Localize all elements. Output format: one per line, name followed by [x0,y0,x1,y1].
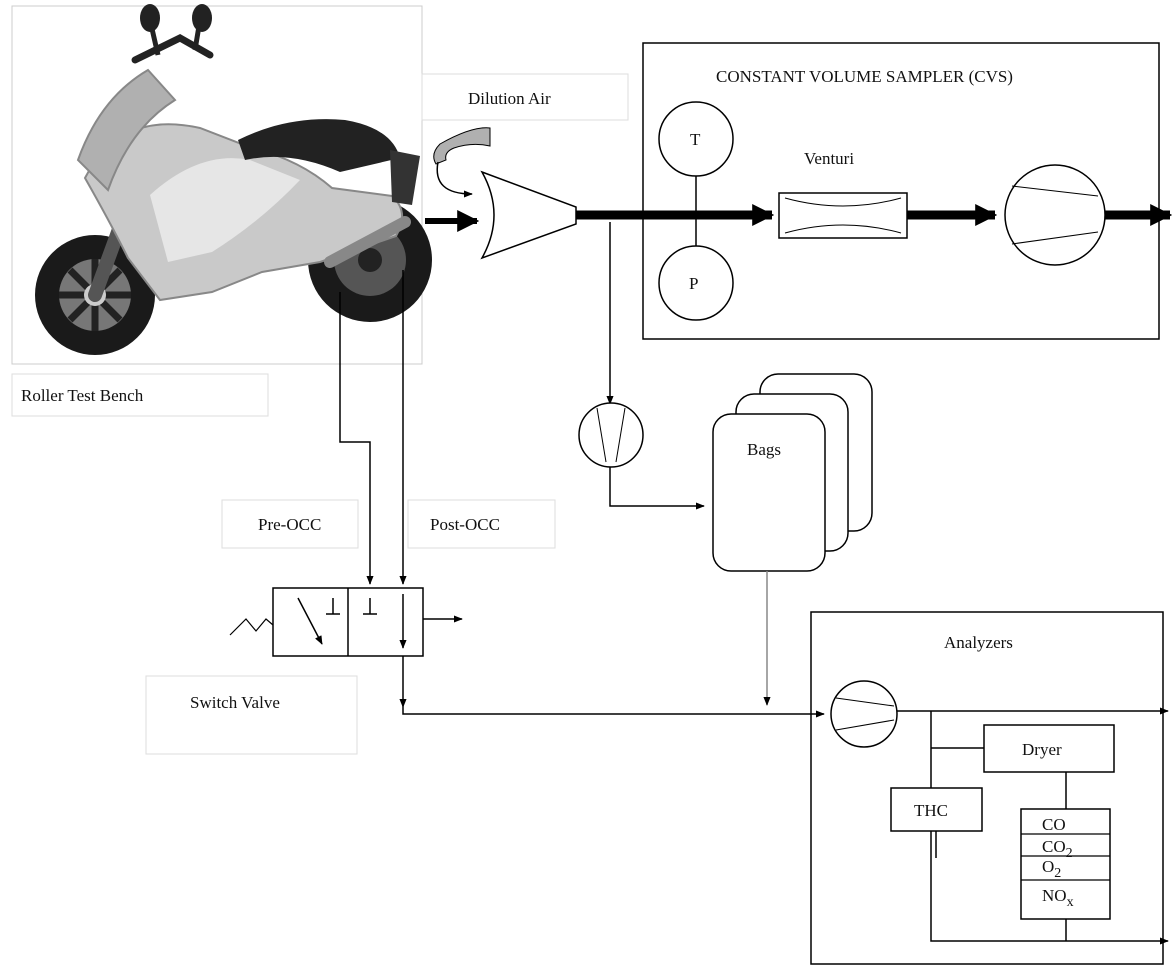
venturi-label: Venturi [804,149,854,168]
analyzer-pump [831,681,897,747]
switch-valve-label-box: Switch Valve [146,676,357,754]
mixing-cone [482,172,576,258]
sample-bags [713,374,872,571]
gas-analyzer-stack: CO CO2 O2 NOx [1021,809,1110,919]
venturi-tube [779,193,907,238]
temperature-label: T [690,130,701,149]
cvs-title: CONSTANT VOLUME SAMPLER (CVS) [716,67,1013,86]
thc-label: THC [914,801,948,820]
dilution-air-arrow [434,128,490,194]
cvs-pump [1005,165,1105,265]
pressure-label: P [689,274,698,293]
dryer-label: Dryer [1022,740,1062,759]
thc-box: THC [891,788,982,831]
analyzer-sample-line [403,707,824,714]
dilution-air-label-box: Dilution Air [422,74,628,120]
roller-test-bench-label-box: Roller Test Bench [12,374,268,416]
pre-occ-label: Pre-OCC [258,515,321,534]
bag-pump [579,403,643,467]
scooter-image [12,4,432,364]
dilution-air-label: Dilution Air [468,89,551,108]
switch-valve-label: Switch Valve [190,693,280,712]
pressure-sensor: P [659,246,733,320]
analyzers-title: Analyzers [944,633,1013,652]
pre-occ-label-box: Pre-OCC [222,500,358,548]
roller-test-bench-label: Roller Test Bench [21,386,144,405]
dryer-box: Dryer [984,725,1114,772]
post-occ-label-box: Post-OCC [408,500,555,548]
post-occ-label: Post-OCC [430,515,500,534]
switch-valve [230,588,423,656]
bags-label: Bags [747,440,781,459]
bag-fill-line [610,467,704,506]
co-label: CO [1042,815,1066,834]
temperature-sensor: T [659,102,733,176]
